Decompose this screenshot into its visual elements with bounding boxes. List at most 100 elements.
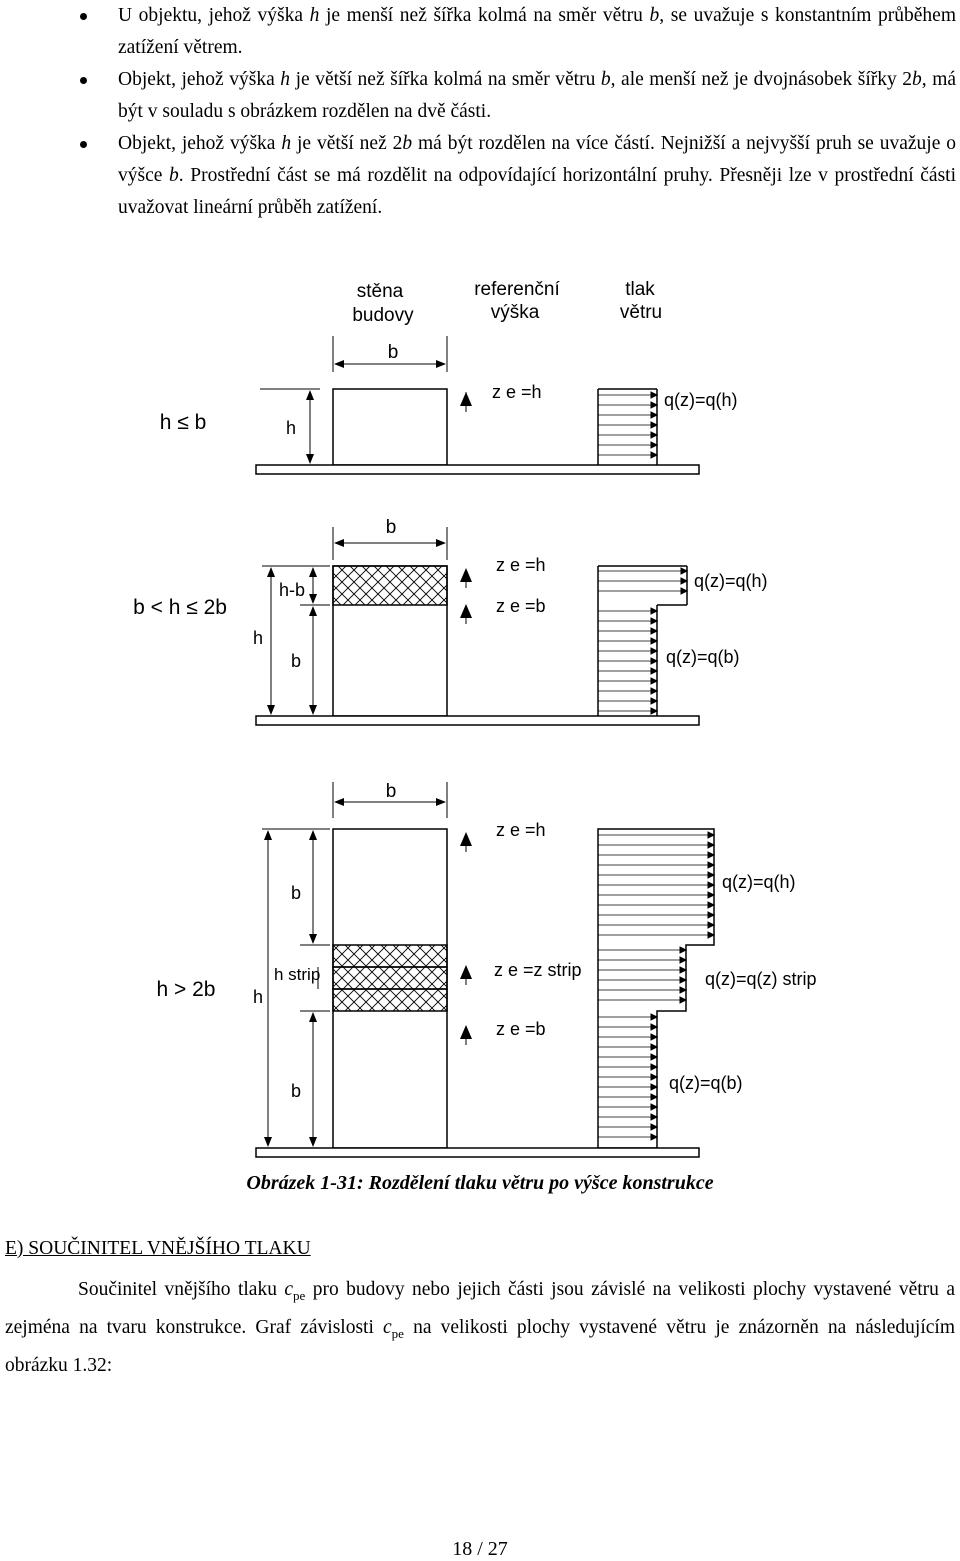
pressure-arrowhead: [650, 1103, 659, 1111]
case-2-width-label: b: [386, 517, 397, 538]
case-1-building: [332, 388, 448, 466]
case-3-ground: [255, 1147, 700, 1158]
pressure-arrowhead: [650, 1093, 659, 1101]
pressure-arrowhead: [679, 986, 688, 994]
case-3-condition: h > 2b: [157, 978, 216, 1001]
pressure-arrowhead: [650, 1023, 659, 1031]
pressure-arrowhead: [650, 607, 659, 615]
pressure-arrowhead: [707, 881, 716, 889]
case-3-strip-3: [332, 988, 448, 1012]
pressure-arrowhead: [679, 996, 688, 1004]
case-1-height-label: h: [286, 418, 296, 438]
case-1-width-label: b: [388, 342, 399, 363]
body-paragraph: Součinitel vnějšího tlaku cpe pro budovy…: [5, 1279, 956, 1376]
pressure-arrowhead: [650, 677, 659, 685]
pressure-arrowhead: [707, 901, 716, 909]
pressure-arrowhead: [650, 421, 659, 429]
pressure-arrowhead: [679, 956, 688, 964]
pressure-arrowhead: [707, 921, 716, 929]
case-3-ze-top: z e =h: [496, 820, 546, 840]
pressure-arrowhead: [650, 1043, 659, 1051]
section-heading: E) SOUČINITEL VNĚJŠÍHO TLAKU: [5, 1238, 311, 1259]
pressure-arrowhead: [707, 831, 716, 839]
pressure-arrowhead: [650, 401, 659, 409]
pressure-arrowhead: [679, 966, 688, 974]
bullet-list: U objektu, jehož výška h je menší než ší…: [0, 0, 960, 224]
pressure-arrowhead: [650, 1113, 659, 1121]
wind-pressure-figure: stěna budovy referenční výška tlak větru…: [133, 279, 817, 1158]
case-3-width-label: b: [386, 781, 397, 802]
case-3-top-label: b: [291, 883, 301, 903]
header-wall-line1: stěna: [357, 281, 404, 302]
case-1-ground: [255, 464, 700, 475]
pressure-arrowhead: [650, 451, 659, 459]
case-3-q-top: q(z)=q(h): [722, 872, 796, 892]
pressure-arrowhead: [650, 667, 659, 675]
bullet-item: Objekt, jehož výška h je větší než 2b má…: [0, 128, 960, 224]
case-3-strip-1: [332, 944, 448, 968]
case-3-diagram: h > 2b b b h strip h b z e =h z e =z str…: [157, 781, 817, 1158]
pressure-arrowhead: [707, 871, 716, 879]
case-2-q-top: q(z)=q(h): [694, 571, 768, 591]
case-2-top-zone: [332, 565, 448, 606]
case-3-ze-bottom: z e =b: [496, 1019, 546, 1039]
pressure-arrowhead: [650, 627, 659, 635]
pressure-arrowhead: [650, 707, 659, 715]
case-1-pressure-diagram: [597, 388, 659, 465]
pressure-arrowhead: [650, 697, 659, 705]
case-1-ze: z e =h: [492, 382, 542, 402]
pressure-arrowhead: [680, 567, 689, 575]
case-2-condition: b < h ≤ 2b: [133, 596, 227, 619]
case-3-strip-label: h strip: [274, 965, 320, 984]
pressure-arrowhead: [650, 657, 659, 665]
bullet-dot: [80, 77, 87, 84]
case-3-q-strip: q(z)=q(z) strip: [705, 969, 817, 989]
case-1-q: q(z)=q(h): [664, 390, 738, 410]
pressure-arrowhead: [679, 976, 688, 984]
pressure-arrowhead: [650, 1083, 659, 1091]
pressure-arrowhead: [650, 687, 659, 695]
header-ref-height-line2: výška: [491, 302, 540, 323]
pressure-arrowhead: [650, 411, 659, 419]
page-number: 18 / 27: [452, 1538, 508, 1560]
bullet-dot: [80, 13, 87, 20]
pressure-arrowhead: [707, 891, 716, 899]
pressure-arrowhead: [650, 1073, 659, 1081]
pressure-arrowhead: [650, 1053, 659, 1061]
case-3-q-bottom: q(z)=q(b): [669, 1073, 743, 1093]
pressure-arrowhead: [650, 647, 659, 655]
pressure-arrowhead: [650, 1033, 659, 1041]
case-3-strip-2: [332, 966, 448, 990]
case-3-pressure-diagram: [597, 828, 716, 1149]
figure-caption: Obrázek 1-31: Rozdělení tlaku větru po v…: [246, 1172, 714, 1194]
case-1-diagram: h ≤ b b h z e =h q(z)=q(h): [160, 336, 738, 475]
case-3-height-label: h: [253, 987, 263, 1007]
case-2-pressure-diagram: [597, 565, 689, 716]
bullet-dot: [80, 141, 87, 148]
pressure-arrowhead: [707, 931, 716, 939]
case-1-condition: h ≤ b: [160, 411, 207, 434]
header-ref-height-line1: referenční: [474, 279, 560, 300]
bullet-item: U objektu, jehož výška h je menší než ší…: [0, 0, 960, 64]
pressure-arrowhead: [650, 431, 659, 439]
case-2-q-bottom: q(z)=q(b): [666, 647, 740, 667]
case-2-ground: [255, 715, 700, 726]
pressure-arrowhead: [680, 577, 689, 585]
pressure-arrowhead: [707, 841, 716, 849]
case-2-top-label: h-b: [279, 580, 305, 600]
pressure-arrowhead: [707, 861, 716, 869]
case-3-ze-strip: z e =z strip: [494, 960, 582, 980]
case-2-ze-top: z e =h: [496, 555, 546, 575]
case-2-diagram: b < h ≤ 2b b h-b h b z e =h z e =b q(z)=…: [133, 517, 768, 726]
pressure-arrowhead: [650, 637, 659, 645]
pressure-arrowhead: [707, 911, 716, 919]
pressure-arrowhead: [650, 441, 659, 449]
case-2-height-label: h: [253, 628, 263, 648]
pressure-arrowhead: [650, 1063, 659, 1071]
header-pressure-line1: tlak: [625, 279, 655, 300]
case-2-ze-bottom: z e =b: [496, 596, 546, 616]
header-pressure-line2: větru: [620, 302, 662, 323]
pressure-arrowhead: [680, 587, 689, 595]
case-3-bottom-label: b: [291, 1081, 301, 1101]
pressure-arrowhead: [650, 1123, 659, 1131]
